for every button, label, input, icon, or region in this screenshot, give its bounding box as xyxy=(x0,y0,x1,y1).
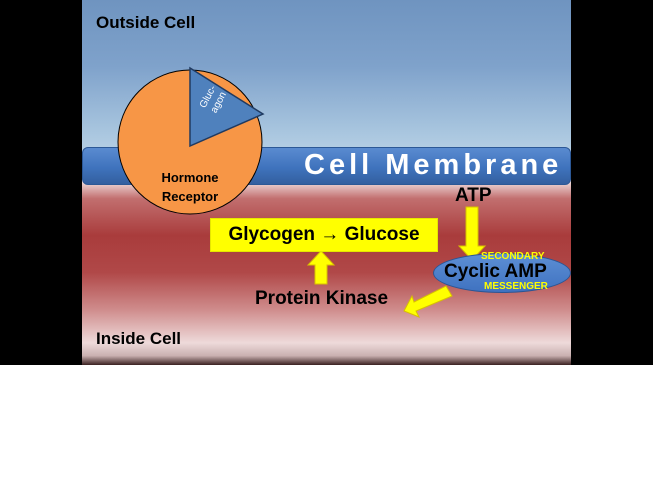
secondary-label: SECONDARY xyxy=(481,251,545,262)
hormone-label-line1: Hormone xyxy=(161,170,219,185)
cyclic-amp-label: Cyclic AMP xyxy=(444,261,547,282)
hormone-receptor-label: Hormone Receptor xyxy=(142,168,238,206)
glucagon-triangle xyxy=(189,66,265,148)
inside-cell-label: Inside Cell xyxy=(96,329,182,348)
outside-cell-label: Outside Cell xyxy=(96,13,196,32)
protein-kinase-label: Protein Kinase xyxy=(255,288,389,309)
cell-membrane-label: Cell Membrane xyxy=(304,149,563,181)
atp-to-camp-arrow xyxy=(457,206,487,261)
kinase-to-glycogen-arrow xyxy=(306,250,336,285)
diagram-slide: Hormone Receptor Gluc- agon Outside Cell… xyxy=(82,0,571,365)
diagram-shapes xyxy=(117,66,487,318)
left-black-bar xyxy=(0,0,82,365)
messenger-label: MESSENGER xyxy=(484,281,548,292)
right-black-bar xyxy=(571,0,653,365)
atp-label: ATP xyxy=(455,185,492,206)
receptor-label-line2: Receptor xyxy=(161,189,219,204)
camp-to-kinase-arrow xyxy=(403,285,453,318)
glycogen-glucose-box: Glycogen → Glucose xyxy=(210,218,438,252)
cyclic-amp-ellipse xyxy=(433,253,571,293)
